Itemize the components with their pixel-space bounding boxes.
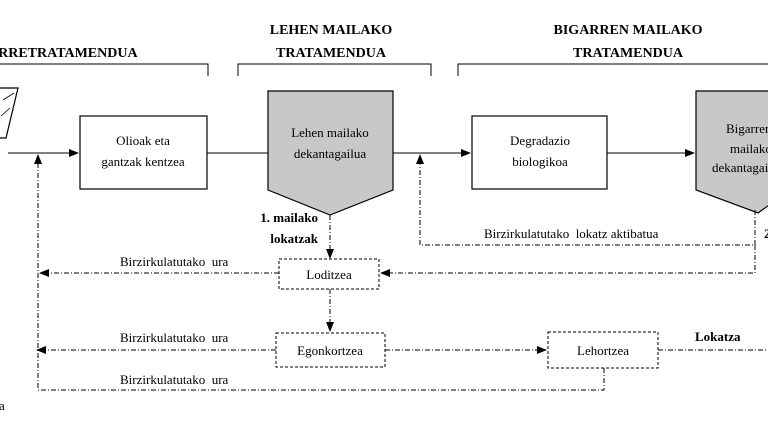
biological-degradation-label-1: Degradazio [510,133,570,148]
oil-removal-label-2: gantzak kentzea [101,154,185,169]
stage-secondary-bracket [457,63,768,76]
secondary-decanter-label-3: dekantagailua [712,160,768,175]
flow-recycled-sludge [416,154,756,246]
primary-decanter-shape [267,90,394,216]
secondary-decanter-label-2: mailako [730,141,768,156]
flow-secondary-to-thickening [380,245,756,277]
drying-label: Lehortzea [577,343,629,358]
stage-primary-title-2: TRATAMENDUA [276,46,387,61]
stage-primary-title-1: LEHEN MAILAKO [270,23,393,38]
recycled-water-label-2: Birzirkulatutako ura [120,330,229,345]
edge-number-2: 2 [764,226,768,241]
edge-letter-a: a [0,398,5,413]
primary-decanter-label-1: Lehen mailako [291,125,369,140]
secondary-decanter-shape [695,90,768,214]
stage-secondary-title-1: BIGARREN MAILAKO [554,23,703,38]
drying-box [547,331,659,369]
biological-degradation-label-2: biologikoa [512,154,568,169]
stabilization-label: Egonkortzea [297,343,363,358]
oil-removal-box [79,115,208,190]
recycled-water-label-1: Birzirkulatutako ura [120,254,229,269]
primary-sludge-label-2: lokatzak [270,231,318,246]
thickening-box [278,258,380,290]
stage-primary-bracket [237,63,432,76]
secondary-decanter-label-1: Bigarren [726,121,768,136]
biological-degradation-box [471,115,608,190]
screen-shape [0,87,19,139]
stage-pre-bracket [0,63,209,76]
primary-sludge-label-1: 1. mailako [260,210,318,225]
thickening-label: Loditzea [306,267,352,282]
stabilization-box [275,332,386,368]
primary-decanter-label-2: dekantagailua [294,146,366,161]
recycled-water-label-3: Birzirkulatutako ura [120,372,229,387]
sludge-out-label: Lokatza [695,329,741,344]
oil-removal-label-1: Olioak eta [116,133,170,148]
recycled-sludge-label: Birzirkulatutako lokatz aktibatua [484,226,659,241]
flow-recycled-water-3 [34,154,605,391]
stage-pre-title: ARRETRATAMENDUA [0,46,138,61]
stage-secondary-title-2: TRATAMENDUA [573,46,684,61]
